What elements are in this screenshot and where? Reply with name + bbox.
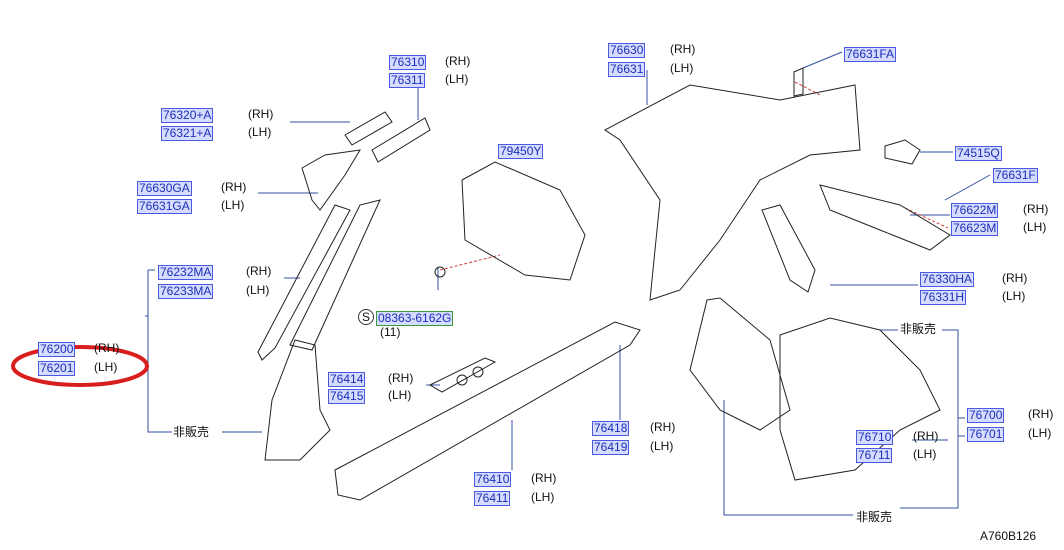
part-number[interactable]: 76622M <box>951 203 999 218</box>
part-number[interactable]: 76414 <box>328 372 366 387</box>
part-side: (LH) <box>248 125 272 139</box>
part-number[interactable]: 76630 <box>608 43 646 58</box>
part-side: (LH) <box>94 360 118 374</box>
part-side: (RH) <box>531 471 557 485</box>
part-side: (LH) <box>1002 289 1026 303</box>
part-side: (RH) <box>1002 271 1028 285</box>
part-side: (RH) <box>670 42 696 56</box>
part-number[interactable]: 76330HA <box>920 272 975 287</box>
part-side: (LH) <box>650 439 674 453</box>
part-number[interactable]: 76419 <box>592 440 630 455</box>
part-number[interactable]: 79450Y <box>498 144 544 159</box>
part-number[interactable]: 76631FA <box>844 47 897 62</box>
part-side: (LH) <box>1028 426 1052 440</box>
part-number[interactable]: 76631 <box>608 62 646 77</box>
part-number[interactable]: 76631F <box>993 168 1038 183</box>
not-sold-label: 非販売 <box>856 510 893 524</box>
part-side: (LH) <box>670 61 694 75</box>
leader-lines <box>145 51 991 516</box>
part-number[interactable]: 08363-6162G <box>376 311 454 326</box>
part-number[interactable]: 76415 <box>328 389 366 404</box>
part-number[interactable]: 76631GA <box>137 199 192 214</box>
part-side: (LH) <box>1023 220 1047 234</box>
part-quantity: (11) <box>380 325 401 339</box>
part-side: (LH) <box>531 490 555 504</box>
part-number[interactable]: 76701 <box>967 427 1005 442</box>
highlight-circle <box>11 345 149 387</box>
part-number[interactable]: 76623M <box>951 221 999 236</box>
part-side: (LH) <box>913 447 937 461</box>
part-number[interactable]: 76411 <box>474 491 511 506</box>
part-side: (LH) <box>221 198 245 212</box>
part-number[interactable]: 76311 <box>389 73 426 88</box>
part-number[interactable]: 76418 <box>592 421 630 436</box>
part-number[interactable]: 76233MA <box>158 284 214 299</box>
part-side: (RH) <box>1023 202 1049 216</box>
part-shapes <box>257 67 951 501</box>
part-side: (RH) <box>388 371 414 385</box>
part-number[interactable]: 76710 <box>856 430 894 445</box>
part-side: (LH) <box>445 72 469 86</box>
part-side: (RH) <box>94 341 120 355</box>
standard-part-symbol: S <box>358 309 374 325</box>
part-number[interactable]: 76320+A <box>161 108 214 123</box>
not-sold-label: 非販売 <box>900 322 937 336</box>
part-number[interactable]: 76410 <box>474 472 512 487</box>
part-side: (RH) <box>246 264 272 278</box>
part-number[interactable]: 76711 <box>856 448 893 463</box>
part-number-highlighted[interactable]: 76201 <box>38 361 76 376</box>
part-side: (RH) <box>248 107 274 121</box>
part-side: (RH) <box>913 429 939 443</box>
part-side: (LH) <box>246 283 270 297</box>
part-side: (RH) <box>221 180 247 194</box>
part-number[interactable]: 74515Q <box>955 146 1002 161</box>
part-side: (RH) <box>1028 407 1054 421</box>
part-number[interactable]: 76200 <box>38 342 76 357</box>
part-number[interactable]: 76310 <box>389 55 427 70</box>
part-side: (RH) <box>445 54 471 68</box>
part-number[interactable]: 76232MA <box>158 265 214 280</box>
part-number[interactable]: 76700 <box>967 408 1005 423</box>
part-number[interactable]: 76321+A <box>161 126 214 141</box>
part-side: (RH) <box>650 420 676 434</box>
not-sold-label: 非販売 <box>173 425 210 439</box>
diagram-code: A760B126 <box>980 529 1037 543</box>
part-number[interactable]: 76630GA <box>137 181 192 196</box>
part-side: (LH) <box>388 388 412 402</box>
part-number[interactable]: 76331H <box>920 290 967 305</box>
